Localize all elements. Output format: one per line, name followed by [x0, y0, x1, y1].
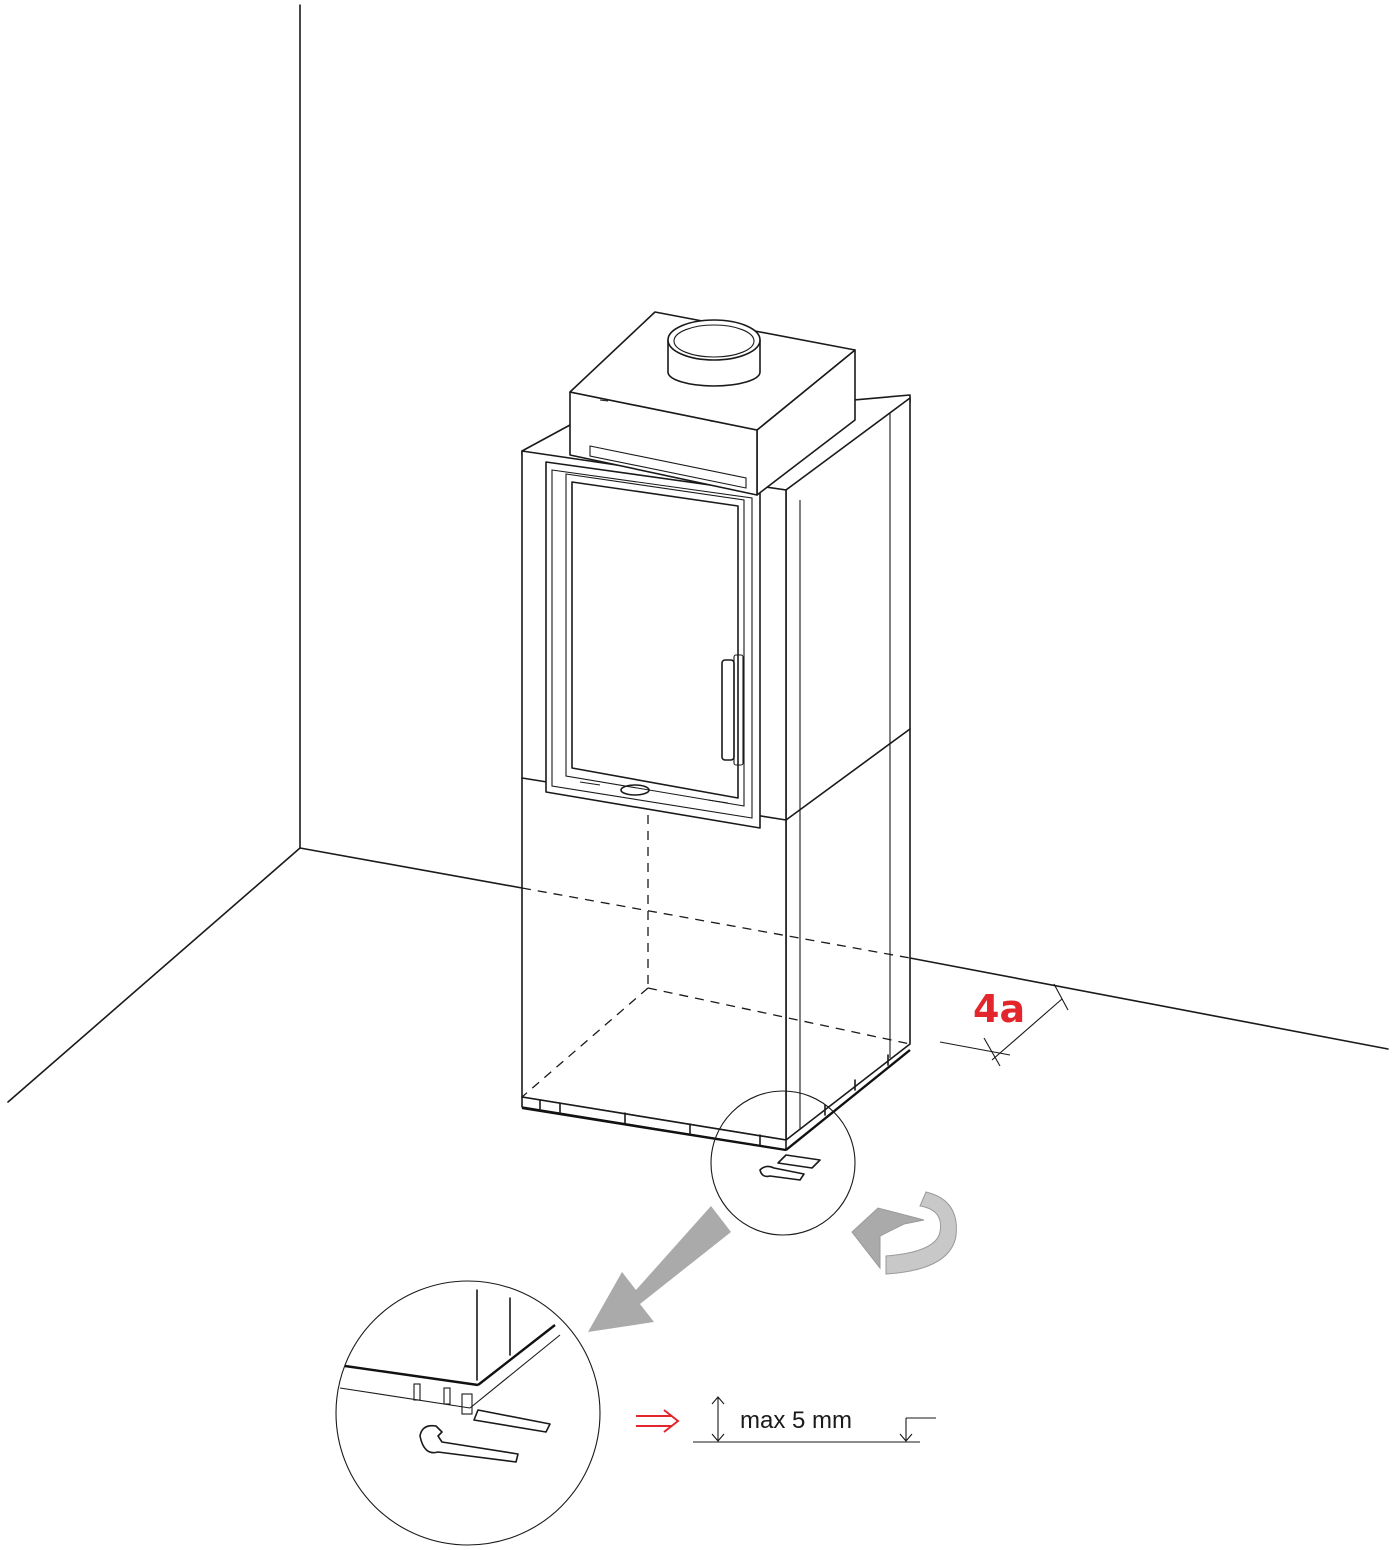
curved-rotate-arrow-icon — [851, 1191, 957, 1275]
zoom-detail — [335, 1280, 601, 1546]
wrench-icon — [419, 1424, 519, 1463]
dimension-4a: 4a — [939, 983, 1069, 1067]
stove-foot-plate — [777, 1154, 821, 1169]
flue-collar — [667, 319, 761, 387]
stove-glass-door — [571, 481, 739, 799]
max-height-label: max 5 mm — [740, 1407, 852, 1434]
height-gauge: max 5 mm — [693, 1396, 936, 1443]
detail-callout-circle — [710, 1090, 856, 1236]
zoom-direction-arrow-icon — [588, 1206, 731, 1332]
step-label-4a: 4a — [973, 987, 1025, 1031]
room-walls — [7, 4, 1389, 1103]
stove — [521, 311, 911, 1181]
double-right-arrow-icon — [636, 1409, 680, 1433]
stove-side-panel — [785, 397, 911, 1141]
zoom-detail-circle — [335, 1280, 601, 1546]
stove-door-handle — [721, 659, 735, 761]
